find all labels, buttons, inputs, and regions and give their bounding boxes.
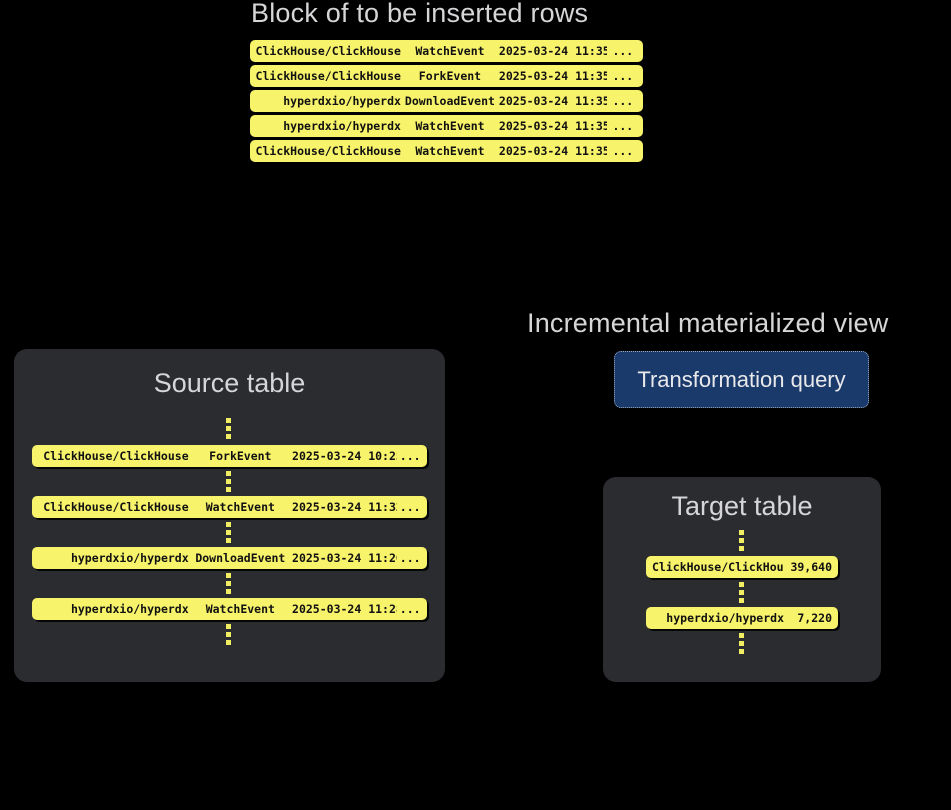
dot [226, 418, 231, 423]
row-more: ... [612, 144, 634, 158]
source-row-3: hyperdxio/hyperdx DownloadEvent 2025-03-… [32, 547, 427, 569]
target-table-title: Target table [671, 491, 813, 521]
row-repo: hyperdxio/hyperdx [70, 551, 189, 565]
row-repo: ClickHouse/ClickHouse [652, 560, 784, 574]
row-timestamp: 2025-03-24 11:28:32 [292, 602, 397, 616]
row-event: ForkEvent [209, 449, 272, 463]
row-repo: ClickHouse/ClickHouse [255, 44, 401, 58]
row-event: WatchEvent [205, 602, 275, 616]
row-timestamp: 2025-03-24 11:20:12 [292, 551, 397, 565]
dot [739, 633, 744, 638]
dot [226, 479, 231, 484]
dot [226, 426, 231, 431]
transformation-query-box[interactable]: Transformation query [614, 351, 869, 408]
source-ellipsis-1 [226, 471, 231, 492]
block-row-2: ClickHouse/ClickHouse ForkEvent 2025-03-… [250, 65, 643, 87]
dot [226, 624, 231, 629]
row-event: WatchEvent [205, 500, 275, 514]
dot [226, 530, 231, 535]
target-ellipsis-middle [739, 582, 744, 603]
dot [739, 649, 744, 654]
source-row-2: ClickHouse/ClickHouse WatchEvent 2025-03… [32, 496, 427, 518]
dot [739, 538, 744, 543]
row-timestamp: 2025-03-24 11:35:44 [498, 69, 607, 83]
dot [226, 640, 231, 645]
dot [226, 471, 231, 476]
source-ellipsis-bottom [226, 624, 231, 645]
dot [739, 582, 744, 587]
row-timestamp: 2025-03-24 11:35:48 [498, 94, 607, 108]
row-repo: ClickHouse/ClickHouse [255, 144, 401, 158]
block-row-4: hyperdxio/hyperdx WatchEvent 2025-03-24 … [250, 115, 643, 137]
transformation-query-label: Transformation query [637, 366, 846, 392]
dot [739, 598, 744, 603]
dot [226, 632, 231, 637]
block-row-1: ClickHouse/ClickHouse WatchEvent 2025-03… [250, 40, 643, 62]
dot [226, 538, 231, 543]
row-more: ... [399, 551, 421, 565]
row-timestamp: 2025-03-24 11:32:54 [292, 500, 397, 514]
dot [226, 487, 231, 492]
dot [739, 641, 744, 646]
row-repo: hyperdxio/hyperdx [283, 94, 401, 108]
target-table-panel: Target table [603, 477, 881, 682]
source-table-title: Source table [153, 368, 306, 398]
dot [226, 522, 231, 527]
target-ellipsis-top [739, 530, 744, 551]
row-more: ... [399, 449, 421, 463]
row-repo: ClickHouse/ClickHouse [43, 449, 189, 463]
row-repo: hyperdxio/hyperdx [666, 611, 784, 625]
target-ellipsis-bottom [739, 633, 744, 654]
dot [226, 573, 231, 578]
row-timestamp: 2025-03-24 11:35:54 [498, 144, 607, 158]
row-repo: ClickHouse/ClickHouse [43, 500, 189, 514]
row-repo: hyperdxio/hyperdx [283, 119, 401, 133]
row-event: WatchEvent [415, 144, 485, 158]
row-more: ... [399, 602, 421, 616]
row-event: DownloadEvent [404, 94, 495, 108]
dot [226, 434, 231, 439]
dot [739, 546, 744, 551]
source-row-1: ClickHouse/ClickHouse ForkEvent 2025-03-… [32, 445, 427, 467]
row-event: DownloadEvent [195, 551, 286, 565]
row-more: ... [612, 69, 634, 83]
dot [739, 530, 744, 535]
row-timestamp: 2025-03-24 10:25:00 [292, 449, 397, 463]
block-of-rows-title: Block of to be inserted rows [251, 0, 589, 28]
row-event: ForkEvent [418, 69, 482, 83]
row-timestamp: 2025-03-24 11:35:40 [498, 44, 607, 58]
target-row-1: ClickHouse/ClickHouse 39,640 [646, 556, 838, 578]
block-row-5: ClickHouse/ClickHouse WatchEvent 2025-03… [250, 140, 643, 162]
block-row-3: hyperdxio/hyperdx DownloadEvent 2025-03-… [250, 90, 643, 112]
dot [739, 590, 744, 595]
dot [226, 589, 231, 594]
dot [226, 581, 231, 586]
row-more: ... [399, 500, 421, 514]
row-timestamp: 2025-03-24 11:35:52 [498, 119, 607, 133]
row-event: WatchEvent [415, 44, 485, 58]
row-more: ... [612, 94, 634, 108]
row-more: ... [612, 119, 634, 133]
source-ellipsis-2 [226, 522, 231, 543]
row-event: WatchEvent [415, 119, 485, 133]
source-ellipsis-3 [226, 573, 231, 594]
source-ellipsis-top [226, 418, 231, 439]
target-row-2: hyperdxio/hyperdx 7,220 [646, 607, 838, 629]
row-repo: ClickHouse/ClickHouse [255, 69, 401, 83]
row-count: 7,220 [797, 611, 832, 625]
source-row-4: hyperdxio/hyperdx WatchEvent 2025-03-24 … [32, 598, 427, 620]
row-count: 39,640 [790, 560, 832, 574]
materialized-view-title: Incremental materialized view [527, 308, 889, 338]
row-repo: hyperdxio/hyperdx [70, 602, 189, 616]
row-more: ... [612, 44, 634, 58]
